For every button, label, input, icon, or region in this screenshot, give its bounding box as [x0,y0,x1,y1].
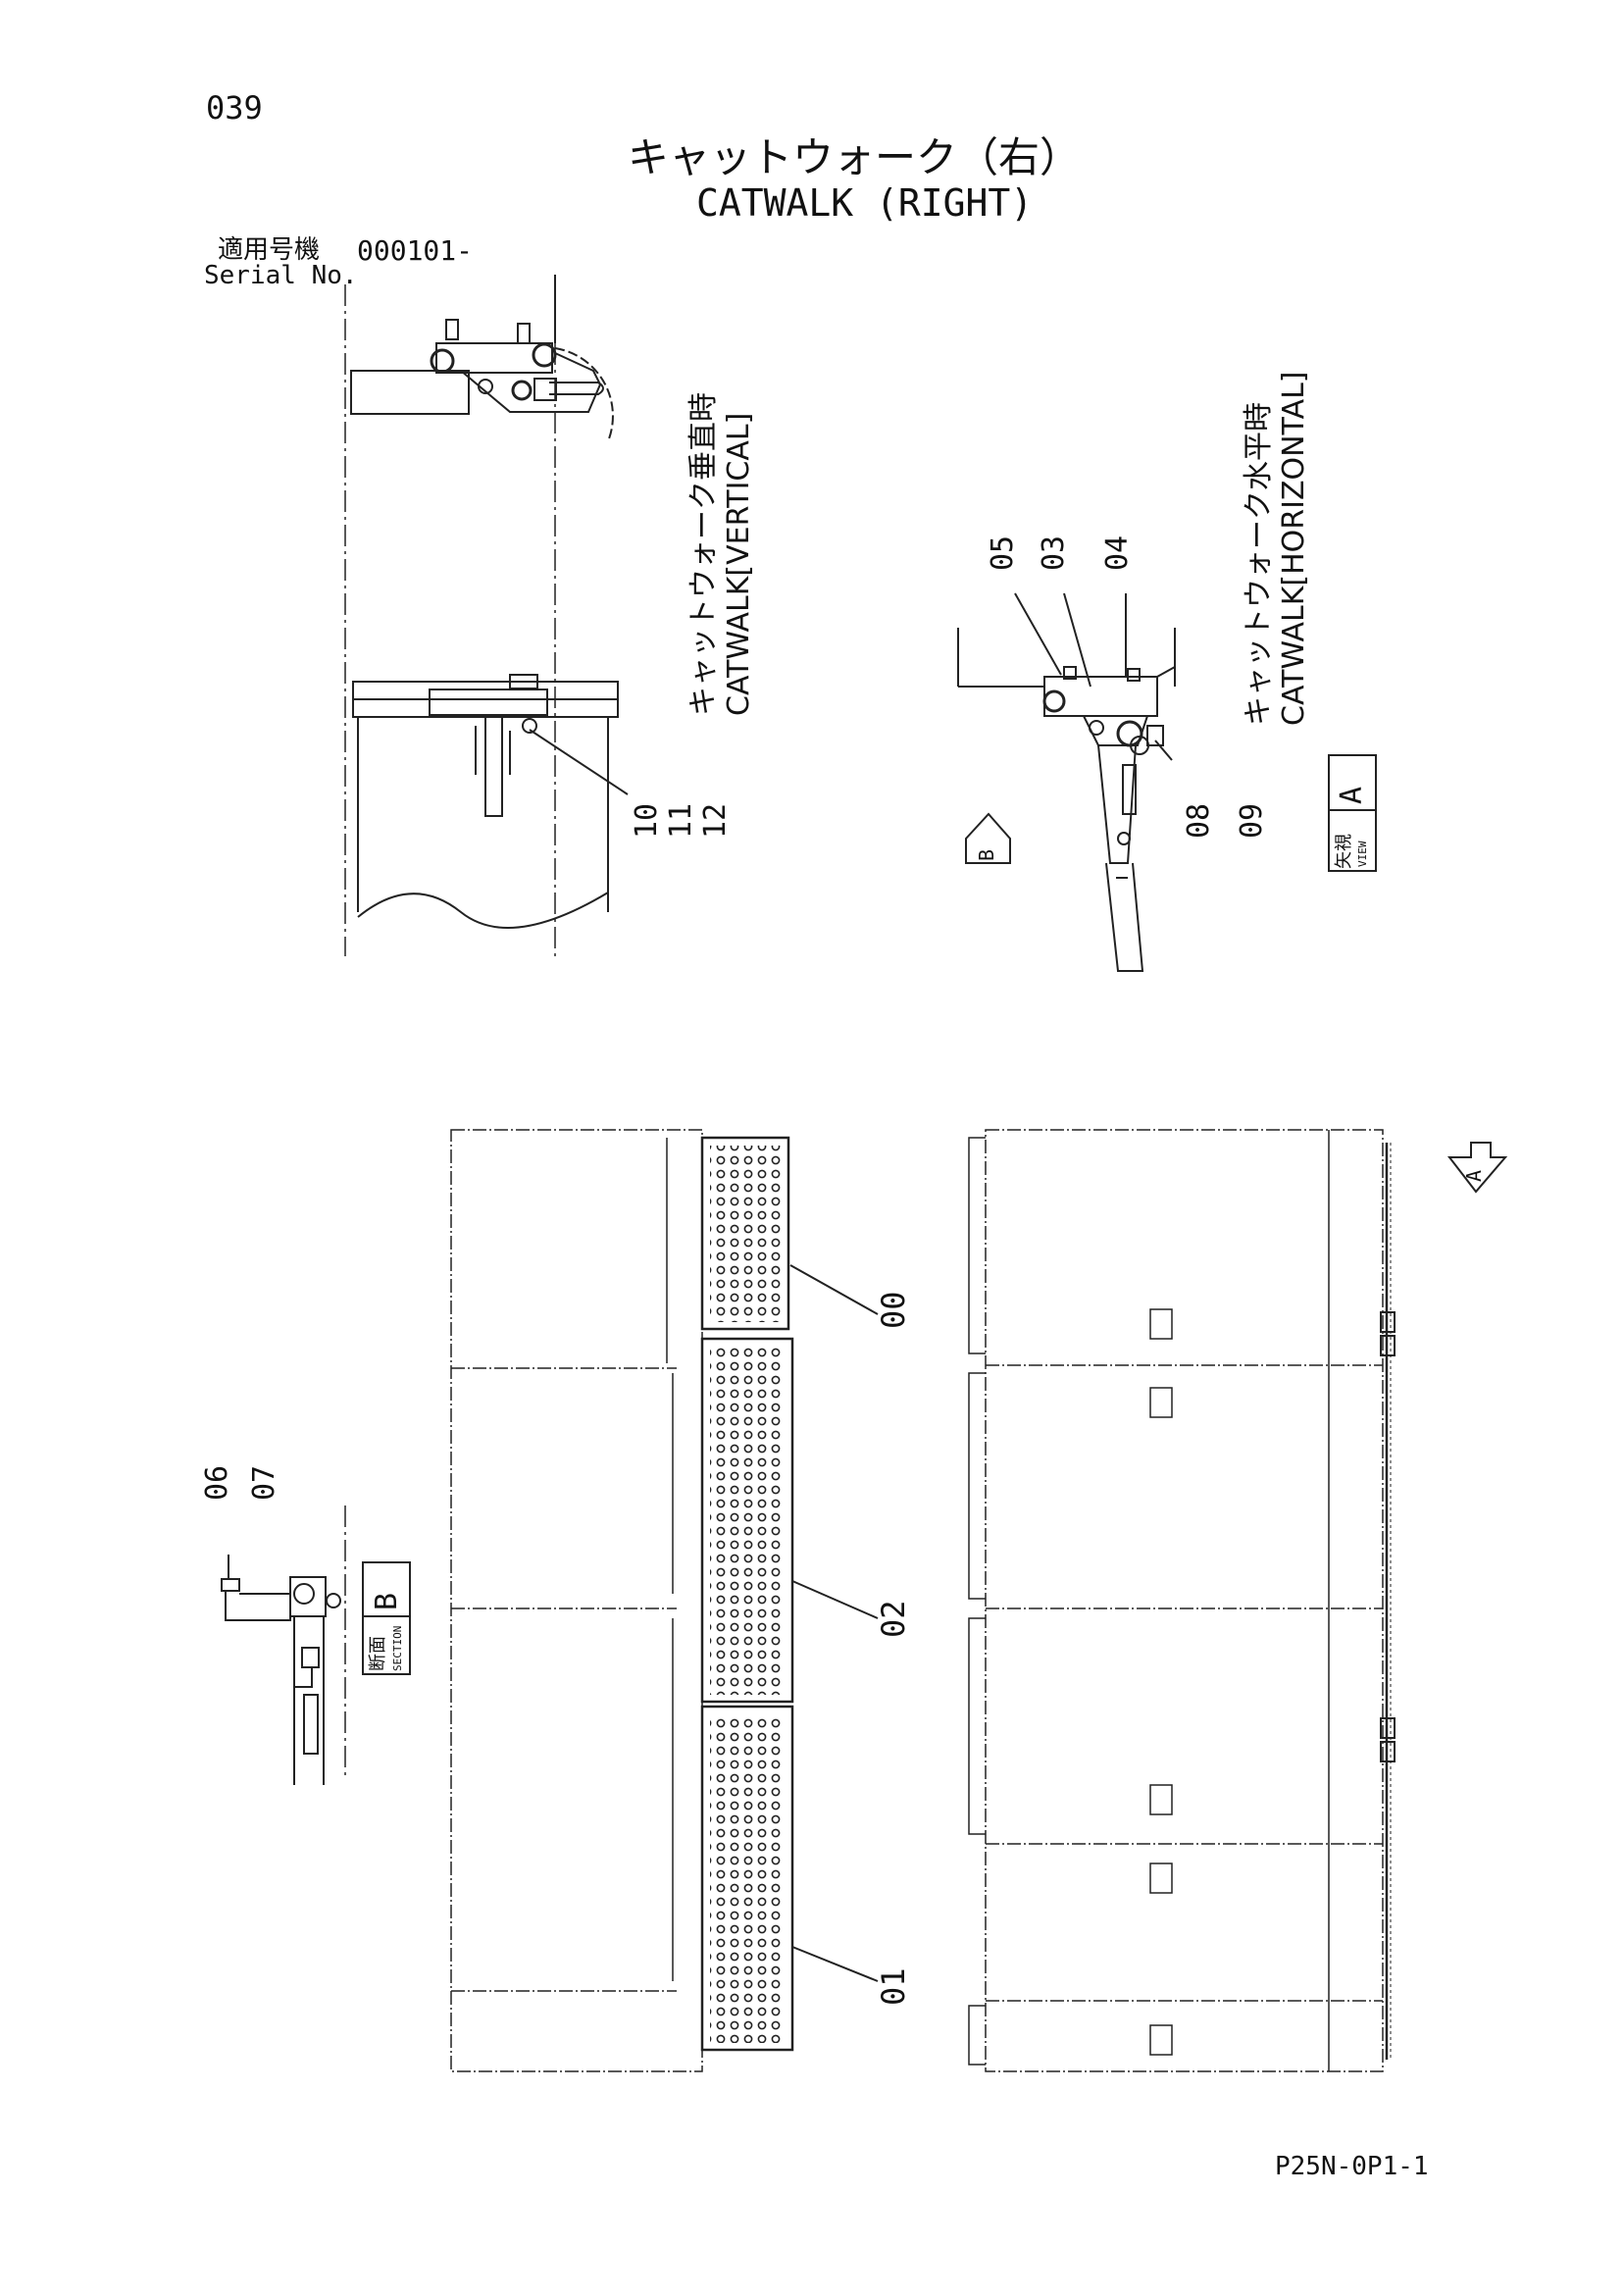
view-a-letter: A [1335,786,1369,804]
view-a-label-jp: 矢視 [1334,834,1354,869]
callout-10: 10 [630,802,664,839]
document-code: P25N-0P1-1 [1275,2152,1429,2181]
horizontal-catwalk-view [957,592,1176,972]
arrow-a-letter: A [1462,1169,1486,1182]
callout-11: 11 [664,802,698,839]
plan-view-left [450,1129,879,2072]
callout-08: 08 [1182,802,1216,839]
side-view-right [968,1129,1508,2072]
title-japanese: キャットウォーク（右） [628,133,1082,181]
serial-label-japanese: 適用号機 [218,235,321,265]
callout-09: 09 [1235,802,1269,839]
serial-label-english: Serial No. [204,261,358,290]
section-b-label-jp: 断面 [368,1636,388,1671]
serial-number-value: 000101- [357,234,474,267]
section-b-label-en: SECTION [391,1625,404,1671]
callout-01: 01 [875,1967,912,2006]
section-b-letter: B [370,1592,404,1610]
section-b-view [221,1505,346,1785]
arrow-b-letter: B [975,848,998,861]
callout-03: 03 [1037,535,1071,571]
page-number: 039 [206,89,263,127]
callout-05: 05 [986,535,1020,571]
callout-07: 07 [247,1464,281,1501]
callout-12: 12 [698,802,733,839]
callout-02: 02 [875,1600,912,1638]
callout-06: 06 [200,1464,234,1501]
callout-04: 04 [1100,535,1135,571]
title-english: CATWALK (RIGHT) [696,181,1034,225]
callout-00: 00 [875,1291,912,1329]
view-a-label-en: VIEW [1356,841,1369,868]
vertical-catwalk-view [344,275,629,956]
